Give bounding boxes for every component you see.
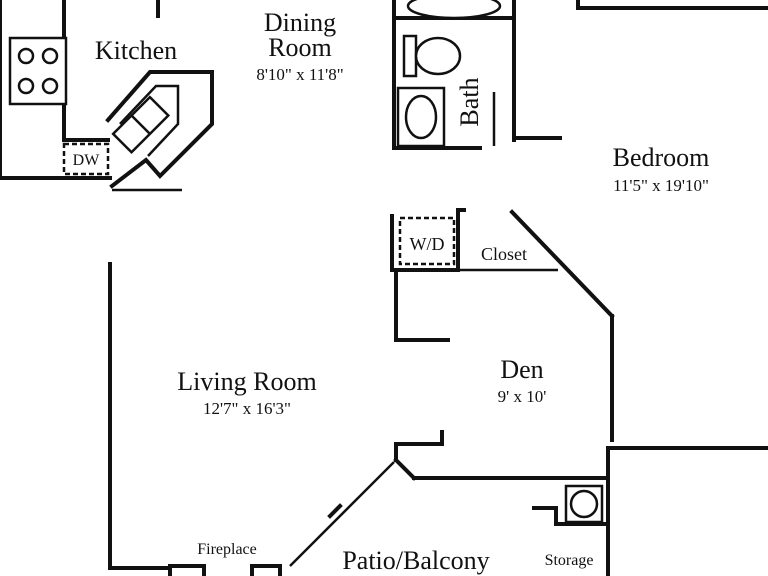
- fireplace-label: Fireplace: [197, 541, 257, 558]
- kitchen-outer-wall: [0, 0, 112, 180]
- bathtub-icon: [406, 0, 502, 20]
- burner-icon: [17, 77, 35, 95]
- stove-body: [8, 36, 68, 106]
- kitchen-counter: [105, 70, 214, 189]
- washer-dryer-outline: [398, 216, 456, 266]
- patio-door-leaf: [289, 461, 395, 567]
- kitchen-left-wall: [62, 0, 110, 142]
- water-heater: [564, 484, 604, 524]
- water-heater-icon: [569, 489, 599, 519]
- bath-label: Bath: [455, 77, 484, 126]
- fireplace-right-jamb: [250, 564, 282, 576]
- bedroom-label: Bedroom: [613, 143, 710, 172]
- burner-icon: [41, 47, 59, 65]
- storage-wall: [532, 506, 606, 526]
- fireplace-left-jamb: [168, 564, 206, 576]
- stove: [8, 36, 68, 106]
- burner-icon: [17, 47, 35, 65]
- washer-dryer: W/D: [398, 216, 456, 266]
- dishwasher: DW: [62, 142, 110, 176]
- counter-inner: [119, 84, 180, 157]
- den-label: Den: [500, 355, 543, 384]
- sink-icon: [111, 95, 171, 155]
- closet-diagonal-wall: [509, 209, 615, 319]
- sink-basin-icon: [404, 94, 438, 140]
- bath-left-wall: [392, 0, 482, 150]
- bedroom-bottom-wall: [606, 446, 768, 576]
- dishwasher-label: DW: [73, 152, 101, 169]
- counter-outline: [105, 70, 214, 189]
- washer-dryer-label: W/D: [410, 234, 445, 254]
- living-room-label: Living Room: [177, 367, 316, 396]
- patio-label: Patio/Balcony: [342, 546, 489, 575]
- den-upper-wall: [394, 268, 450, 342]
- den-dimensions: 9' x 10': [498, 387, 547, 406]
- closet-wall: [390, 208, 466, 272]
- den-bottom-wall: [394, 430, 444, 462]
- storage-label: Storage: [545, 552, 594, 569]
- toilet-icon: [414, 36, 462, 76]
- dishwasher-outline: [62, 142, 110, 176]
- bath-fixtures: [396, 0, 502, 148]
- closet-label: Closet: [481, 244, 527, 264]
- dining-label-line2: Room: [268, 33, 332, 62]
- kitchen-label: Kitchen: [95, 36, 177, 65]
- dining-dimensions: 8'10" x 11'8": [256, 65, 343, 84]
- living-room-dimensions: 12'7" x 16'3": [203, 399, 291, 418]
- burner-icon: [41, 77, 59, 95]
- patio-door-frame: [327, 503, 343, 519]
- patio-top-wall: [393, 457, 417, 481]
- toilet-tank: [402, 34, 418, 78]
- dining-label-line1: Dining: [264, 8, 336, 37]
- bedroom-dimensions: 11'5" x 19'10": [613, 176, 709, 195]
